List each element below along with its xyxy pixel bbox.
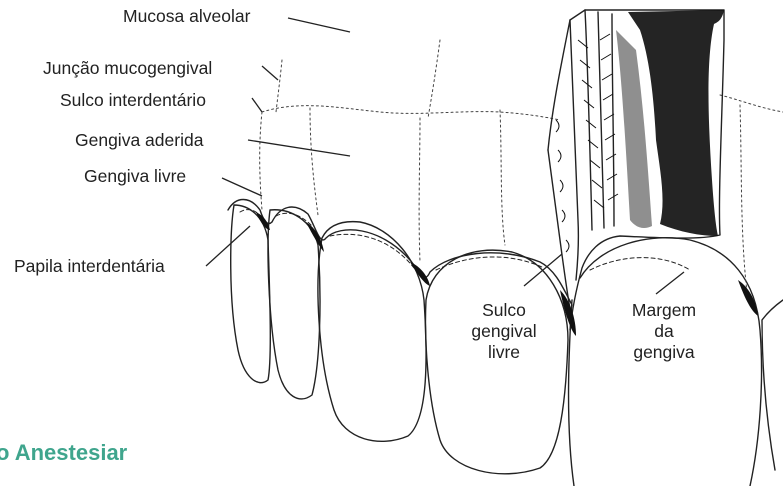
section-inner-left bbox=[570, 20, 578, 280]
tooth-1 bbox=[231, 205, 271, 383]
label-margem-da-gengiva: Margem da gengiva bbox=[622, 300, 706, 363]
label-gengiva-aderida: Gengiva aderida bbox=[75, 130, 203, 150]
label-sulco-interdentario: Sulco interdentário bbox=[60, 90, 206, 110]
tooth-2 bbox=[268, 210, 320, 399]
label-gengiva-livre: Gengiva livre bbox=[84, 166, 186, 186]
tooth-6 bbox=[762, 300, 783, 470]
caption-text: o Anestesiar bbox=[0, 440, 127, 466]
label-juncao-mucogengival: Junção mucogengival bbox=[43, 58, 212, 78]
marginal-dashed-line bbox=[240, 210, 690, 270]
label-mucosa-alveolar: Mucosa alveolar bbox=[123, 6, 250, 26]
free-gingiva-line bbox=[228, 200, 572, 306]
tooth-3 bbox=[318, 222, 426, 442]
label-papila-interdentaria: Papila interdentária bbox=[14, 256, 165, 276]
label-sulco-gengival-livre: Sulco gengival livre bbox=[462, 300, 546, 363]
mucogingival-junction-line bbox=[262, 106, 560, 120]
